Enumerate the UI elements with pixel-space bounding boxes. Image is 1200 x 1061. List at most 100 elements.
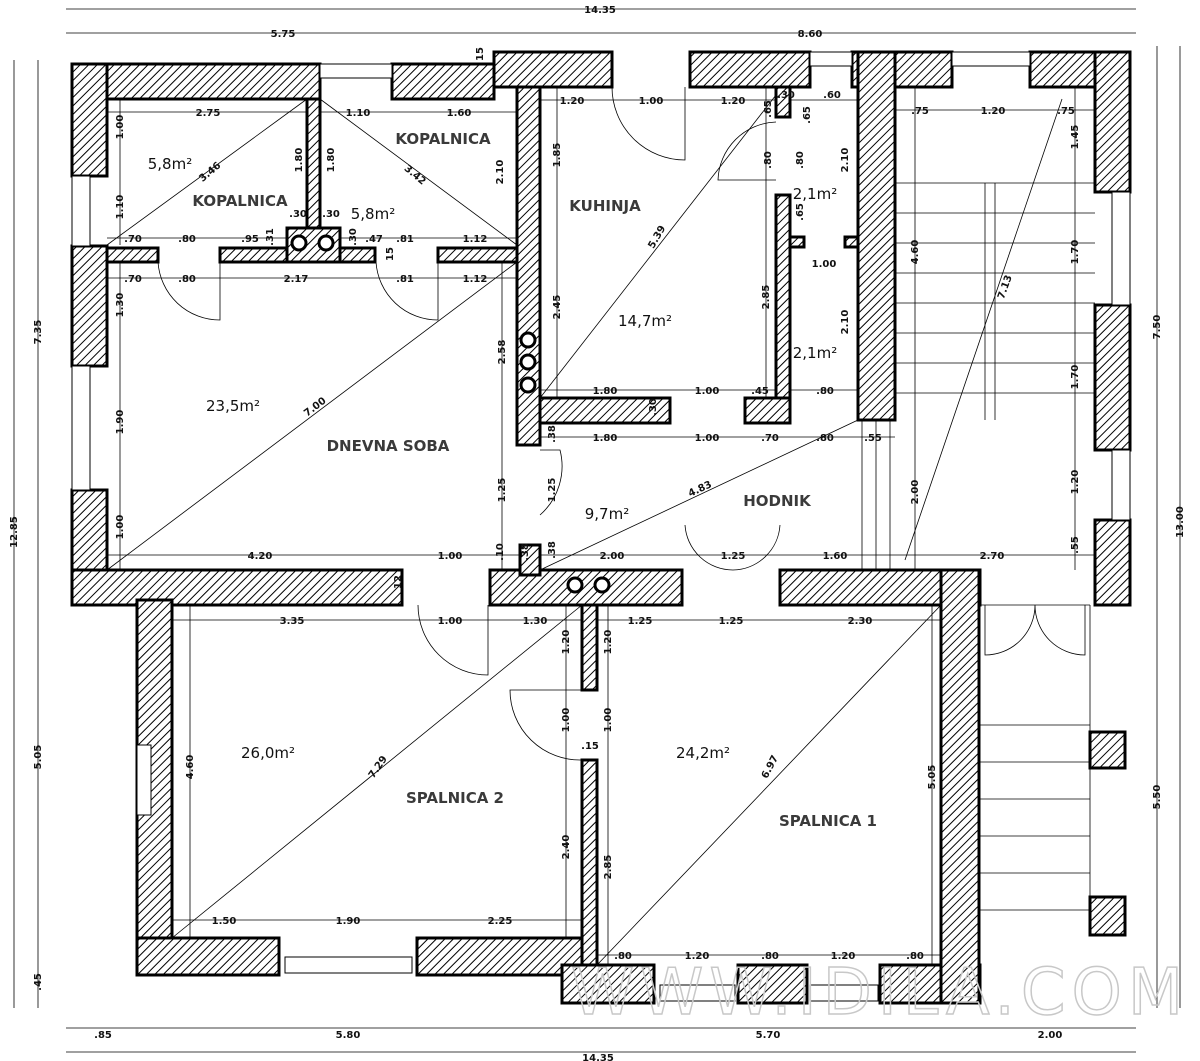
dimension-label: 2.17 xyxy=(284,274,309,285)
dimension-label: 1.00 xyxy=(695,433,720,444)
dimension-label: 1.45 xyxy=(1070,125,1081,150)
dimension-label: 7.29 xyxy=(367,754,390,781)
dimension-label: .80 xyxy=(816,433,834,444)
dimension-label: .10 xyxy=(495,543,506,561)
dimension-label: 7.13 xyxy=(996,274,1015,301)
dimension-label: 13.00 xyxy=(1175,506,1186,538)
dimension-label: .70 xyxy=(761,433,779,444)
dimension-label: 1.20 xyxy=(1070,470,1081,495)
dimension-label: 1.00 xyxy=(438,551,463,562)
dimension-label: 1.60 xyxy=(447,108,472,119)
room-area-hodnik: 9,7m² xyxy=(585,505,629,523)
dimension-label: 1.00 xyxy=(603,708,614,733)
room-area-spalnica-2: 26,0m² xyxy=(241,744,295,762)
dimension-label: 1.30 xyxy=(523,616,548,627)
dimension-label: .65 xyxy=(802,106,813,124)
dimension-label: 1.20 xyxy=(603,630,614,655)
dimension-label: .80 xyxy=(178,234,196,245)
dimension-label: 2.70 xyxy=(980,551,1005,562)
chimney-flues xyxy=(290,234,611,594)
dimension-label: 1.25 xyxy=(497,478,508,503)
dimension-label: 2.45 xyxy=(552,295,563,320)
dimension-label: .85 xyxy=(94,1030,112,1041)
dimension-label: .80 xyxy=(906,951,924,962)
dimension-label: 15 xyxy=(385,247,396,261)
dimension-label: 2.00 xyxy=(910,480,921,505)
dimension-label: 1.00 xyxy=(812,259,837,270)
room-name-kuhinja: KUHINJA xyxy=(569,197,641,215)
room-name-hodnik: HODNIK xyxy=(743,492,812,510)
dimension-label: 1.20 xyxy=(685,951,710,962)
dimension-label: 2.40 xyxy=(561,835,572,860)
dimension-label: 1.10 xyxy=(115,195,126,220)
dimension-label: 1.00 xyxy=(115,515,126,540)
dimension-label: 5.80 xyxy=(336,1030,361,1041)
dimension-label: 2.10 xyxy=(840,310,851,335)
dimension-label: 1.80 xyxy=(294,148,305,173)
dimension-label: 2.00 xyxy=(600,551,625,562)
watermark: WWW.IDILA.COM xyxy=(571,956,1189,1030)
room-area-kopalnica-1: 5,8m² xyxy=(148,155,192,173)
room-name-spalnica-2: SPALNICA 2 xyxy=(406,789,504,807)
windows xyxy=(71,51,1131,1002)
dimension-label: .30 xyxy=(777,90,795,101)
dimension-label: 2.30 xyxy=(848,616,873,627)
dimension-label: .31 xyxy=(265,228,276,246)
room-area-shramba-1: 2,1m² xyxy=(793,185,837,203)
dimension-label: 2.10 xyxy=(495,160,506,185)
dimension-label: 5.05 xyxy=(33,745,44,770)
dimension-label: 7.00 xyxy=(302,396,328,420)
dimension-label: .95 xyxy=(241,234,259,245)
dimension-label: .15 xyxy=(581,741,599,752)
dimension-label: 1.70 xyxy=(1070,240,1081,265)
staircase xyxy=(895,182,1095,420)
dimension-label: .81 xyxy=(396,274,414,285)
dimension-label: 1.70 xyxy=(1070,365,1081,390)
room-area-shramba-2: 2,1m² xyxy=(793,344,837,362)
dimension-label: .81 xyxy=(396,234,414,245)
dimension-label: 1.25 xyxy=(628,616,653,627)
dimension-label: .80 xyxy=(614,951,632,962)
dimension-label: 1.25 xyxy=(719,616,744,627)
dimension-label: 2.75 xyxy=(196,108,221,119)
dimension-label: 2.85 xyxy=(761,285,772,310)
dimension-label: 1.00 xyxy=(438,616,463,627)
dimension-label: 1.90 xyxy=(336,916,361,927)
dimension-label: .45 xyxy=(33,973,44,991)
dimension-label: 7.35 xyxy=(33,320,44,345)
dimension-label: .75 xyxy=(911,106,929,117)
dimension-label: 7.50 xyxy=(1152,315,1163,340)
dimension-label: .65 xyxy=(763,100,774,118)
dimension-label: 3.35 xyxy=(280,616,305,627)
dimension-label: 2.00 xyxy=(1038,1030,1063,1041)
dimension-label: .47 xyxy=(365,234,383,245)
dimension-label: 2.25 xyxy=(488,916,513,927)
terrace-steps xyxy=(980,724,1090,911)
dimension-label: .60 xyxy=(823,90,841,101)
dimension-label: 1.20 xyxy=(831,951,856,962)
dimension-label: 3.42 xyxy=(402,163,428,187)
room-name-kopalnica-1: KOPALNICA xyxy=(192,192,288,210)
dimension-label: 14.35 xyxy=(582,1053,614,1061)
room-name-spalnica-1: SPALNICA 1 xyxy=(779,812,877,830)
room-name-kopalnica-2: KOPALNICA xyxy=(395,130,491,148)
dimension-label: 1.20 xyxy=(981,106,1006,117)
room-area-kopalnica-2: 5,8m² xyxy=(351,205,395,223)
dimension-label: 6.97 xyxy=(760,754,781,781)
dimension-label: 2.10 xyxy=(840,148,851,173)
dimension-label: .55 xyxy=(864,433,882,444)
dimension-label: 5.05 xyxy=(927,765,938,790)
dimension-label: .38 xyxy=(547,541,558,559)
dimension-label: 5.70 xyxy=(756,1030,781,1041)
dimension-label: 14.35 xyxy=(584,5,616,16)
dimension-label: 1.00 xyxy=(639,96,664,107)
dimension-label: 5.75 xyxy=(271,29,296,40)
room-name-dnevna-soba: DNEVNA SOBA xyxy=(327,437,450,455)
dimension-label: 1.25 xyxy=(547,478,558,503)
dimension-label: .65 xyxy=(795,203,806,221)
dimension-label: 1.80 xyxy=(593,433,618,444)
dimension-lines xyxy=(13,8,1181,1053)
dimension-label: 2.58 xyxy=(497,340,508,365)
dimension-label: .80 xyxy=(761,951,779,962)
